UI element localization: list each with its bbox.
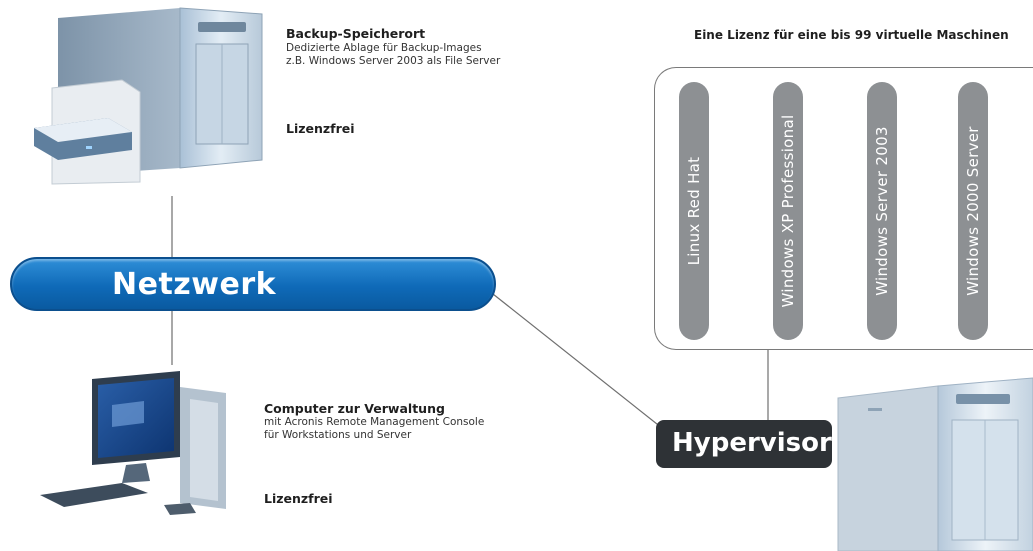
vm-label: Linux Red Hat <box>685 156 703 266</box>
backup-line2: z.B. Windows Server 2003 als File Server <box>286 55 501 67</box>
management-license: Lizenzfrei <box>264 491 333 506</box>
vm-label: Windows Server 2003 <box>873 126 891 296</box>
vm-label: Windows 2000 Server <box>964 126 982 296</box>
backup-line1: Dedizierte Ablage für Backup-Images <box>286 42 482 54</box>
backup-title: Backup-Speicherort <box>286 26 426 41</box>
management-line1: mit Acronis Remote Management Console <box>264 416 485 428</box>
management-title: Computer zur Verwaltung <box>264 401 445 416</box>
vm-pill: Linux Red Hat <box>679 82 709 340</box>
license-title: Eine Lizenz für eine bis 99 virtuelle Ma… <box>694 28 1009 42</box>
management-line2: für Workstations und Server <box>264 429 412 441</box>
virtual-machines-box: Linux Red Hat Windows XP Professional Wi… <box>654 67 1033 350</box>
vm-label: Windows XP Professional <box>779 114 797 308</box>
vm-pill: Windows 2000 Server <box>958 82 988 340</box>
network-bar: Netzwerk <box>10 257 496 311</box>
vm-pill: Windows XP Professional <box>773 82 803 340</box>
hypervisor-label: Hypervisor <box>672 428 832 458</box>
network-to-hypervisor-line <box>492 293 663 429</box>
vm-pill: Windows Server 2003 <box>867 82 897 340</box>
network-label: Netzwerk <box>112 267 277 302</box>
hypervisor-box: Hypervisor <box>656 420 832 468</box>
hypervisor-server-icon <box>837 377 1033 551</box>
backup-license: Lizenzfrei <box>286 121 355 136</box>
backup-server-icon <box>34 7 263 185</box>
desktop-computer-icon <box>40 371 226 515</box>
